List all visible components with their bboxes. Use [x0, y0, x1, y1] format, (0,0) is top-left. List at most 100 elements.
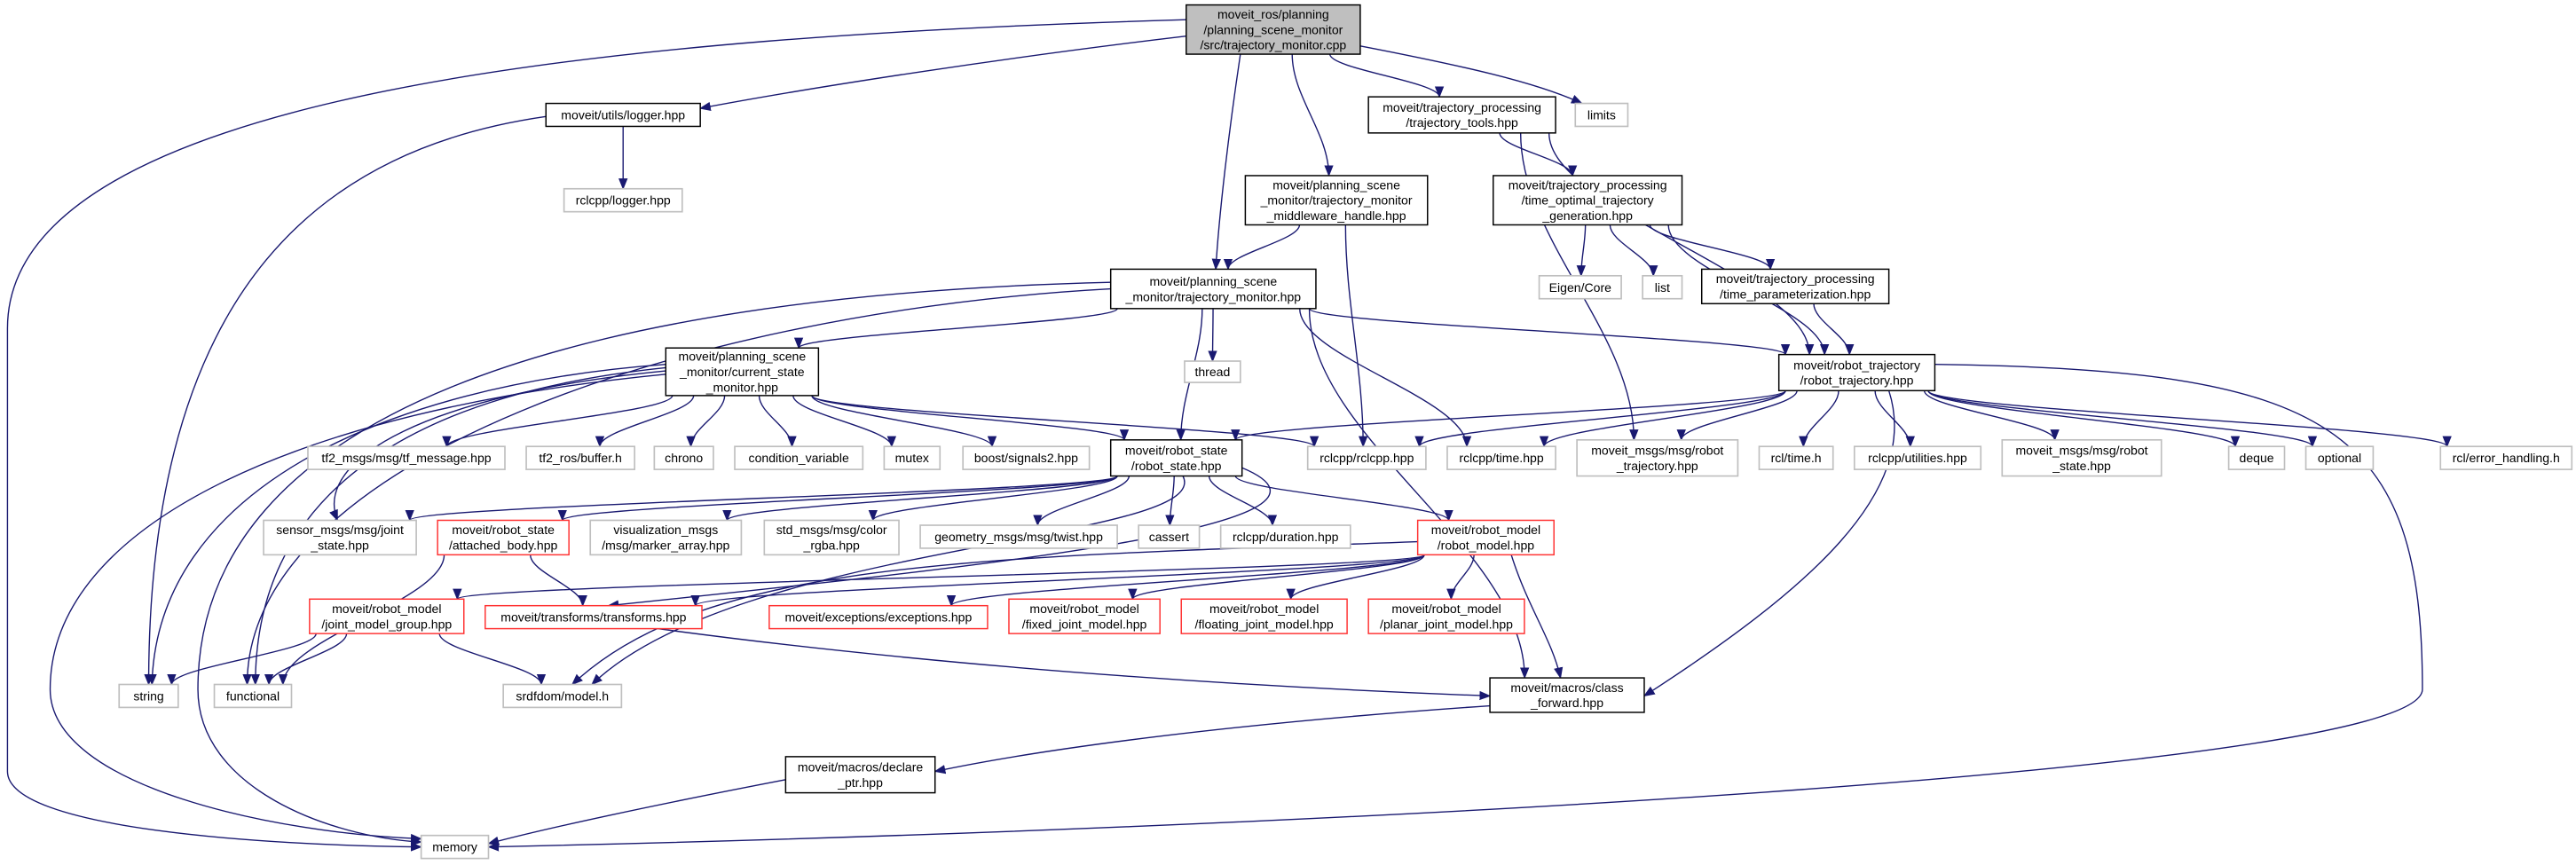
node-box	[1180, 598, 1348, 634]
node-duration[interactable]: rclcpp/duration.hpp	[1219, 524, 1351, 549]
node-memory[interactable]: memory	[420, 834, 490, 860]
node-topt[interactable]: moveit/trajectory_processing/time_optima…	[1493, 175, 1683, 226]
node-thread[interactable]: thread	[1184, 360, 1241, 383]
edge-csm-to-chrono	[686, 395, 726, 448]
node-robot_trajectory[interactable]: moveit/robot_trajectory/robot_trajectory…	[1777, 353, 1936, 392]
edge-csm-to-tf_message	[442, 395, 674, 448]
edge-robot_trajectory-to-rcl_time	[1799, 390, 1839, 448]
node-rcl_err[interactable]: rcl/error_handling.h	[2439, 445, 2573, 470]
node-box	[1109, 268, 1317, 310]
node-jmg[interactable]: moveit/robot_model/joint_model_group.hpp	[309, 598, 465, 634]
node-box	[919, 524, 1118, 549]
node-logger[interactable]: moveit/utils/logger.hpp	[545, 102, 701, 128]
node-label: moveit/robot_trajectory	[1793, 358, 1920, 372]
node-list[interactable]: list	[1642, 274, 1683, 300]
edge-robot_trajectory-to-rclcpp_time	[1540, 389, 1786, 448]
node-robot_state[interactable]: moveit/robot_state/robot_state.hpp	[1109, 439, 1243, 477]
node-signals2[interactable]: boost/signals2.hpp	[962, 445, 1091, 470]
node-label: /floating_joint_model.hpp	[1195, 617, 1334, 631]
node-color_rgba[interactable]: std_msgs/msg/color_rgba.hpp	[763, 519, 900, 556]
node-box	[1493, 175, 1683, 226]
node-box	[784, 756, 936, 794]
node-label: functional	[226, 688, 280, 703]
node-label: /planning_scene_monitor	[1203, 22, 1343, 36]
node-transforms[interactable]: moveit/transforms/transforms.hpp	[484, 604, 703, 630]
node-rclcpp_time[interactable]: rclcpp/time.hpp	[1446, 445, 1556, 470]
edge-middleware-to-rclcpp	[1344, 224, 1368, 448]
node-label: moveit/planning_scene	[1272, 177, 1400, 192]
node-exceptions[interactable]: moveit/exceptions/exceptions.hpp	[768, 604, 989, 630]
node-rclcpp_logger[interactable]: rclcpp/logger.hpp	[563, 187, 683, 213]
node-limits[interactable]: limits	[1574, 102, 1629, 128]
node-box	[1446, 445, 1556, 470]
node-time_param[interactable]: moveit/trajectory_processing/time_parame…	[1700, 268, 1890, 305]
node-box	[2439, 445, 2573, 470]
node-functional[interactable]: functional	[213, 683, 293, 709]
edge-robot_state-to-transforms	[607, 467, 1271, 609]
edge-tm_hpp-to-rclcpp_time	[1299, 308, 1472, 448]
node-label: moveit/macros/declare	[798, 760, 923, 775]
node-marker_array[interactable]: visualization_msgs/msg/marker_array.hpp	[589, 519, 743, 556]
node-box	[1574, 102, 1629, 128]
node-box	[665, 347, 820, 397]
edge-robot_trajectory-to-robot_state	[1231, 389, 1786, 442]
node-label: moveit/exceptions/exceptions.hpp	[784, 610, 972, 625]
node-mutex[interactable]: mutex	[883, 445, 941, 470]
node-eigen[interactable]: Eigen/Core	[1538, 274, 1622, 300]
node-robot_model[interactable]: moveit/robot_model/robot_model.hpp	[1416, 519, 1555, 556]
node-label: _monitor/trajectory_monitor.hpp	[1125, 289, 1302, 303]
node-class_forward[interactable]: moveit/macros/class_forward.hpp	[1489, 677, 1645, 713]
node-srdf[interactable]: srdfdom/model.h	[502, 683, 623, 709]
node-planar[interactable]: moveit/robot_model/planar_joint_model.hp…	[1367, 598, 1525, 634]
edge-csm-to-rclcpp	[811, 395, 1319, 448]
node-msg_rt[interactable]: moveit_msgs/msg/robot_trajectory.hpp	[1576, 438, 1739, 477]
edge-robot_trajectory-to-memory	[487, 364, 2423, 852]
edge-robot_state-to-twist	[1033, 476, 1130, 527]
node-label: memory	[432, 840, 477, 854]
node-label: /time_parameterization.hpp	[1720, 287, 1871, 302]
node-label: deque	[2240, 451, 2274, 465]
node-rclcpp_util[interactable]: rclcpp/utilities.hpp	[1853, 445, 1982, 470]
node-label: moveit_msgs/msg/robot	[2015, 443, 2147, 457]
node-declare_ptr[interactable]: moveit/macros/declare_ptr.hpp	[784, 756, 936, 794]
node-label: sensor_msgs/msg/joint	[276, 523, 404, 537]
edge-time_param-to-robot_trajectory	[1813, 303, 1855, 356]
node-condvar[interactable]: condition_variable	[734, 445, 864, 470]
node-twist[interactable]: geometry_msgs/msg/twist.hpp	[919, 524, 1118, 549]
node-chrono[interactable]: chrono	[653, 445, 714, 470]
node-root[interactable]: moveit_ros/planning/planning_scene_monit…	[1186, 4, 1361, 55]
node-label: _state.hpp	[2052, 459, 2111, 473]
node-tf_message[interactable]: tf2_msgs/msg/tf_message.hpp	[307, 445, 506, 470]
node-middleware[interactable]: moveit/planning_scene_monitor/trajectory…	[1244, 175, 1429, 226]
node-cassert[interactable]: cassert	[1138, 524, 1201, 549]
node-rcl_time[interactable]: rcl/time.h	[1758, 445, 1834, 470]
node-joint_state[interactable]: sensor_msgs/msg/joint_state.hpp	[263, 519, 417, 556]
edge-attached_body-to-transforms	[529, 554, 587, 607]
edge-logger-to-string	[144, 115, 547, 686]
node-msg_rs[interactable]: moveit_msgs/msg/robot _state.hpp	[2001, 438, 2162, 477]
node-rclcpp[interactable]: rclcpp/rclcpp.hpp	[1306, 445, 1427, 470]
node-tf2_buffer[interactable]: tf2_ros/buffer.h	[525, 445, 635, 470]
edge-tm_hpp-to-csm	[794, 308, 1118, 350]
node-tm_hpp[interactable]: moveit/planning_scene_monitor/trajectory…	[1109, 268, 1317, 310]
node-box	[1244, 175, 1429, 226]
node-fixed[interactable]: moveit/robot_model/fixed_joint_model.hpp	[1008, 598, 1161, 634]
node-label: moveit/robot_state	[1125, 443, 1228, 457]
edge-class_forward-to-declare_ptr	[934, 704, 1491, 775]
edge-csm-to-mutex	[792, 395, 896, 448]
node-label: rcl/time.h	[1771, 451, 1822, 465]
node-label: moveit/utils/logger.hpp	[561, 108, 685, 122]
node-string[interactable]: string	[118, 683, 179, 709]
node-csm[interactable]: moveit/planning_scene_monitor/current_st…	[665, 347, 820, 397]
node-attached_body[interactable]: moveit/robot_state/attached_body.hpp	[437, 519, 570, 556]
edges-layer	[6, 19, 2452, 852]
node-optional[interactable]: optional	[2304, 445, 2375, 470]
node-label: /msg/marker_array.hpp	[602, 539, 729, 553]
node-box	[263, 519, 417, 556]
node-deque[interactable]: deque	[2227, 445, 2286, 470]
node-label: _ptr.hpp	[837, 775, 883, 790]
node-label: boost/signals2.hpp	[974, 451, 1078, 465]
node-traj_tools[interactable]: moveit/trajectory_processing/trajectory_…	[1367, 96, 1556, 134]
node-floating[interactable]: moveit/robot_model/floating_joint_model.…	[1180, 598, 1348, 634]
node-label: cassert	[1149, 530, 1189, 544]
